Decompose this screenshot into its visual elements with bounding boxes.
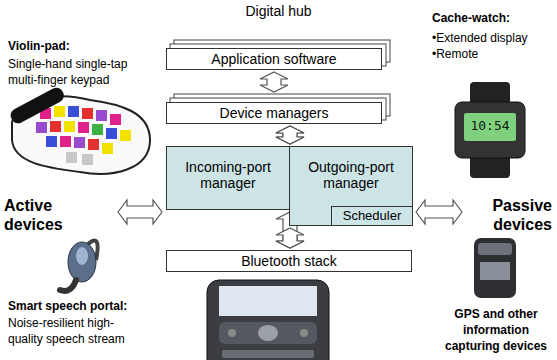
violin-pad-illustration <box>110 114 121 125</box>
port-manager-box: Outgoing-port managerScheduler <box>289 146 413 226</box>
watch-illustration <box>455 102 525 158</box>
device-name: GPS and other information capturing devi… <box>438 306 554 354</box>
violin-pad-illustration <box>54 106 65 117</box>
device-description: Single-hand single-tap multi-finger keyp… <box>8 56 148 88</box>
layer-box: Application software <box>166 48 382 70</box>
pda-illustration <box>258 325 278 341</box>
double-arrow <box>276 126 304 144</box>
headset-illustration <box>68 242 96 282</box>
violin-pad-illustration <box>8 85 66 125</box>
double-arrow <box>260 72 288 92</box>
violin-pad-illustration <box>106 128 117 139</box>
layer-box: Device managers <box>166 102 382 124</box>
pda-illustration <box>222 350 314 358</box>
box-label: Application software <box>211 51 336 67</box>
group-label: Passive devices <box>482 196 552 234</box>
pda-illustration <box>300 329 308 337</box>
violin-pad-illustration <box>78 122 89 133</box>
headset-illustration <box>76 247 88 265</box>
violin-pad-illustration <box>120 130 131 141</box>
violin-pad-illustration <box>60 136 71 147</box>
pda-illustration <box>219 322 317 344</box>
device-name: Violin-pad: <box>8 38 148 54</box>
violin-pad-illustration <box>82 108 93 119</box>
box-label: Scheduler <box>343 208 402 224</box>
double-arrow <box>276 126 304 144</box>
pda-illustration <box>219 286 317 316</box>
device-name: Smart speech portal: <box>8 298 168 314</box>
violin-pad-illustration <box>74 137 85 148</box>
gps-illustration <box>474 238 516 298</box>
gps-illustration <box>480 262 510 280</box>
violin-pad-illustration <box>92 124 103 135</box>
headset-illustration <box>60 280 76 291</box>
feature-item: •Extended display <box>432 30 552 46</box>
layer-box: Bluetooth stack <box>166 250 412 272</box>
box-label: Outgoing-port manager <box>294 159 408 191</box>
violin-pad-illustration <box>64 121 75 132</box>
double-arrow <box>276 228 304 248</box>
headset-illustration <box>60 240 98 290</box>
box-label: Device managers <box>220 105 329 121</box>
feature-item: •Remote <box>432 46 552 62</box>
violin-pad-illustration <box>36 122 47 133</box>
violin-pad-illustration <box>96 110 107 121</box>
violin-pad-illustration <box>50 121 61 132</box>
scheduler-box: Scheduler <box>331 206 413 226</box>
device-description: Noise-resilient high-quality speech stre… <box>8 315 143 347</box>
watch-illustration <box>455 82 525 178</box>
violin-pad-illustration <box>82 154 93 165</box>
side-double-arrow <box>416 200 462 224</box>
violin-pad-illustration <box>8 85 150 174</box>
pda-illustration <box>207 280 329 360</box>
pda-illustration <box>207 280 329 360</box>
pda-illustration <box>228 329 236 337</box>
violin-pad-illustration <box>66 152 77 163</box>
violin-pad-illustration <box>68 106 79 117</box>
violin-pad-illustration <box>88 139 99 150</box>
side-double-arrow <box>118 200 162 224</box>
port-manager-box: Incoming-port manager <box>166 146 290 210</box>
violin-pad-illustration <box>102 143 113 154</box>
device-name: Cache-watch: <box>432 10 552 26</box>
watch-display-time: 10:54 <box>466 118 514 134</box>
violin-pad-illustration <box>46 136 57 147</box>
gps-illustration <box>478 243 512 255</box>
box-label: Incoming-port manager <box>171 159 285 191</box>
gps-illustration <box>474 238 516 298</box>
group-label: Active devices <box>4 196 94 234</box>
box-label: Bluetooth stack <box>241 253 337 269</box>
watch-illustration <box>464 113 516 141</box>
